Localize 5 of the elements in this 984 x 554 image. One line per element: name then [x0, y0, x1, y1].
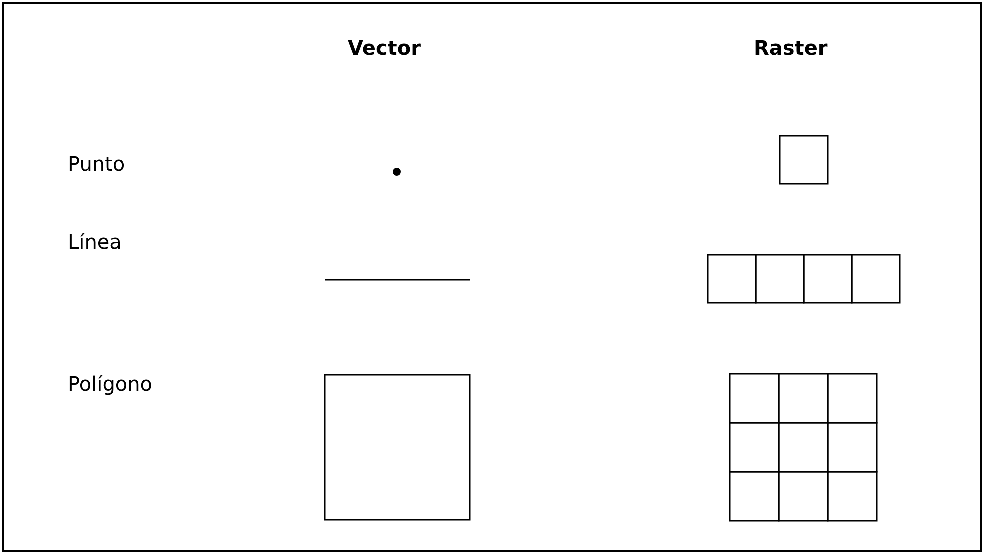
row-label: Polígono [68, 372, 153, 396]
row-label: Punto [68, 152, 126, 176]
column-header: Vector [348, 36, 421, 60]
row-label: Línea [68, 230, 122, 254]
column-header: Raster [754, 36, 828, 60]
